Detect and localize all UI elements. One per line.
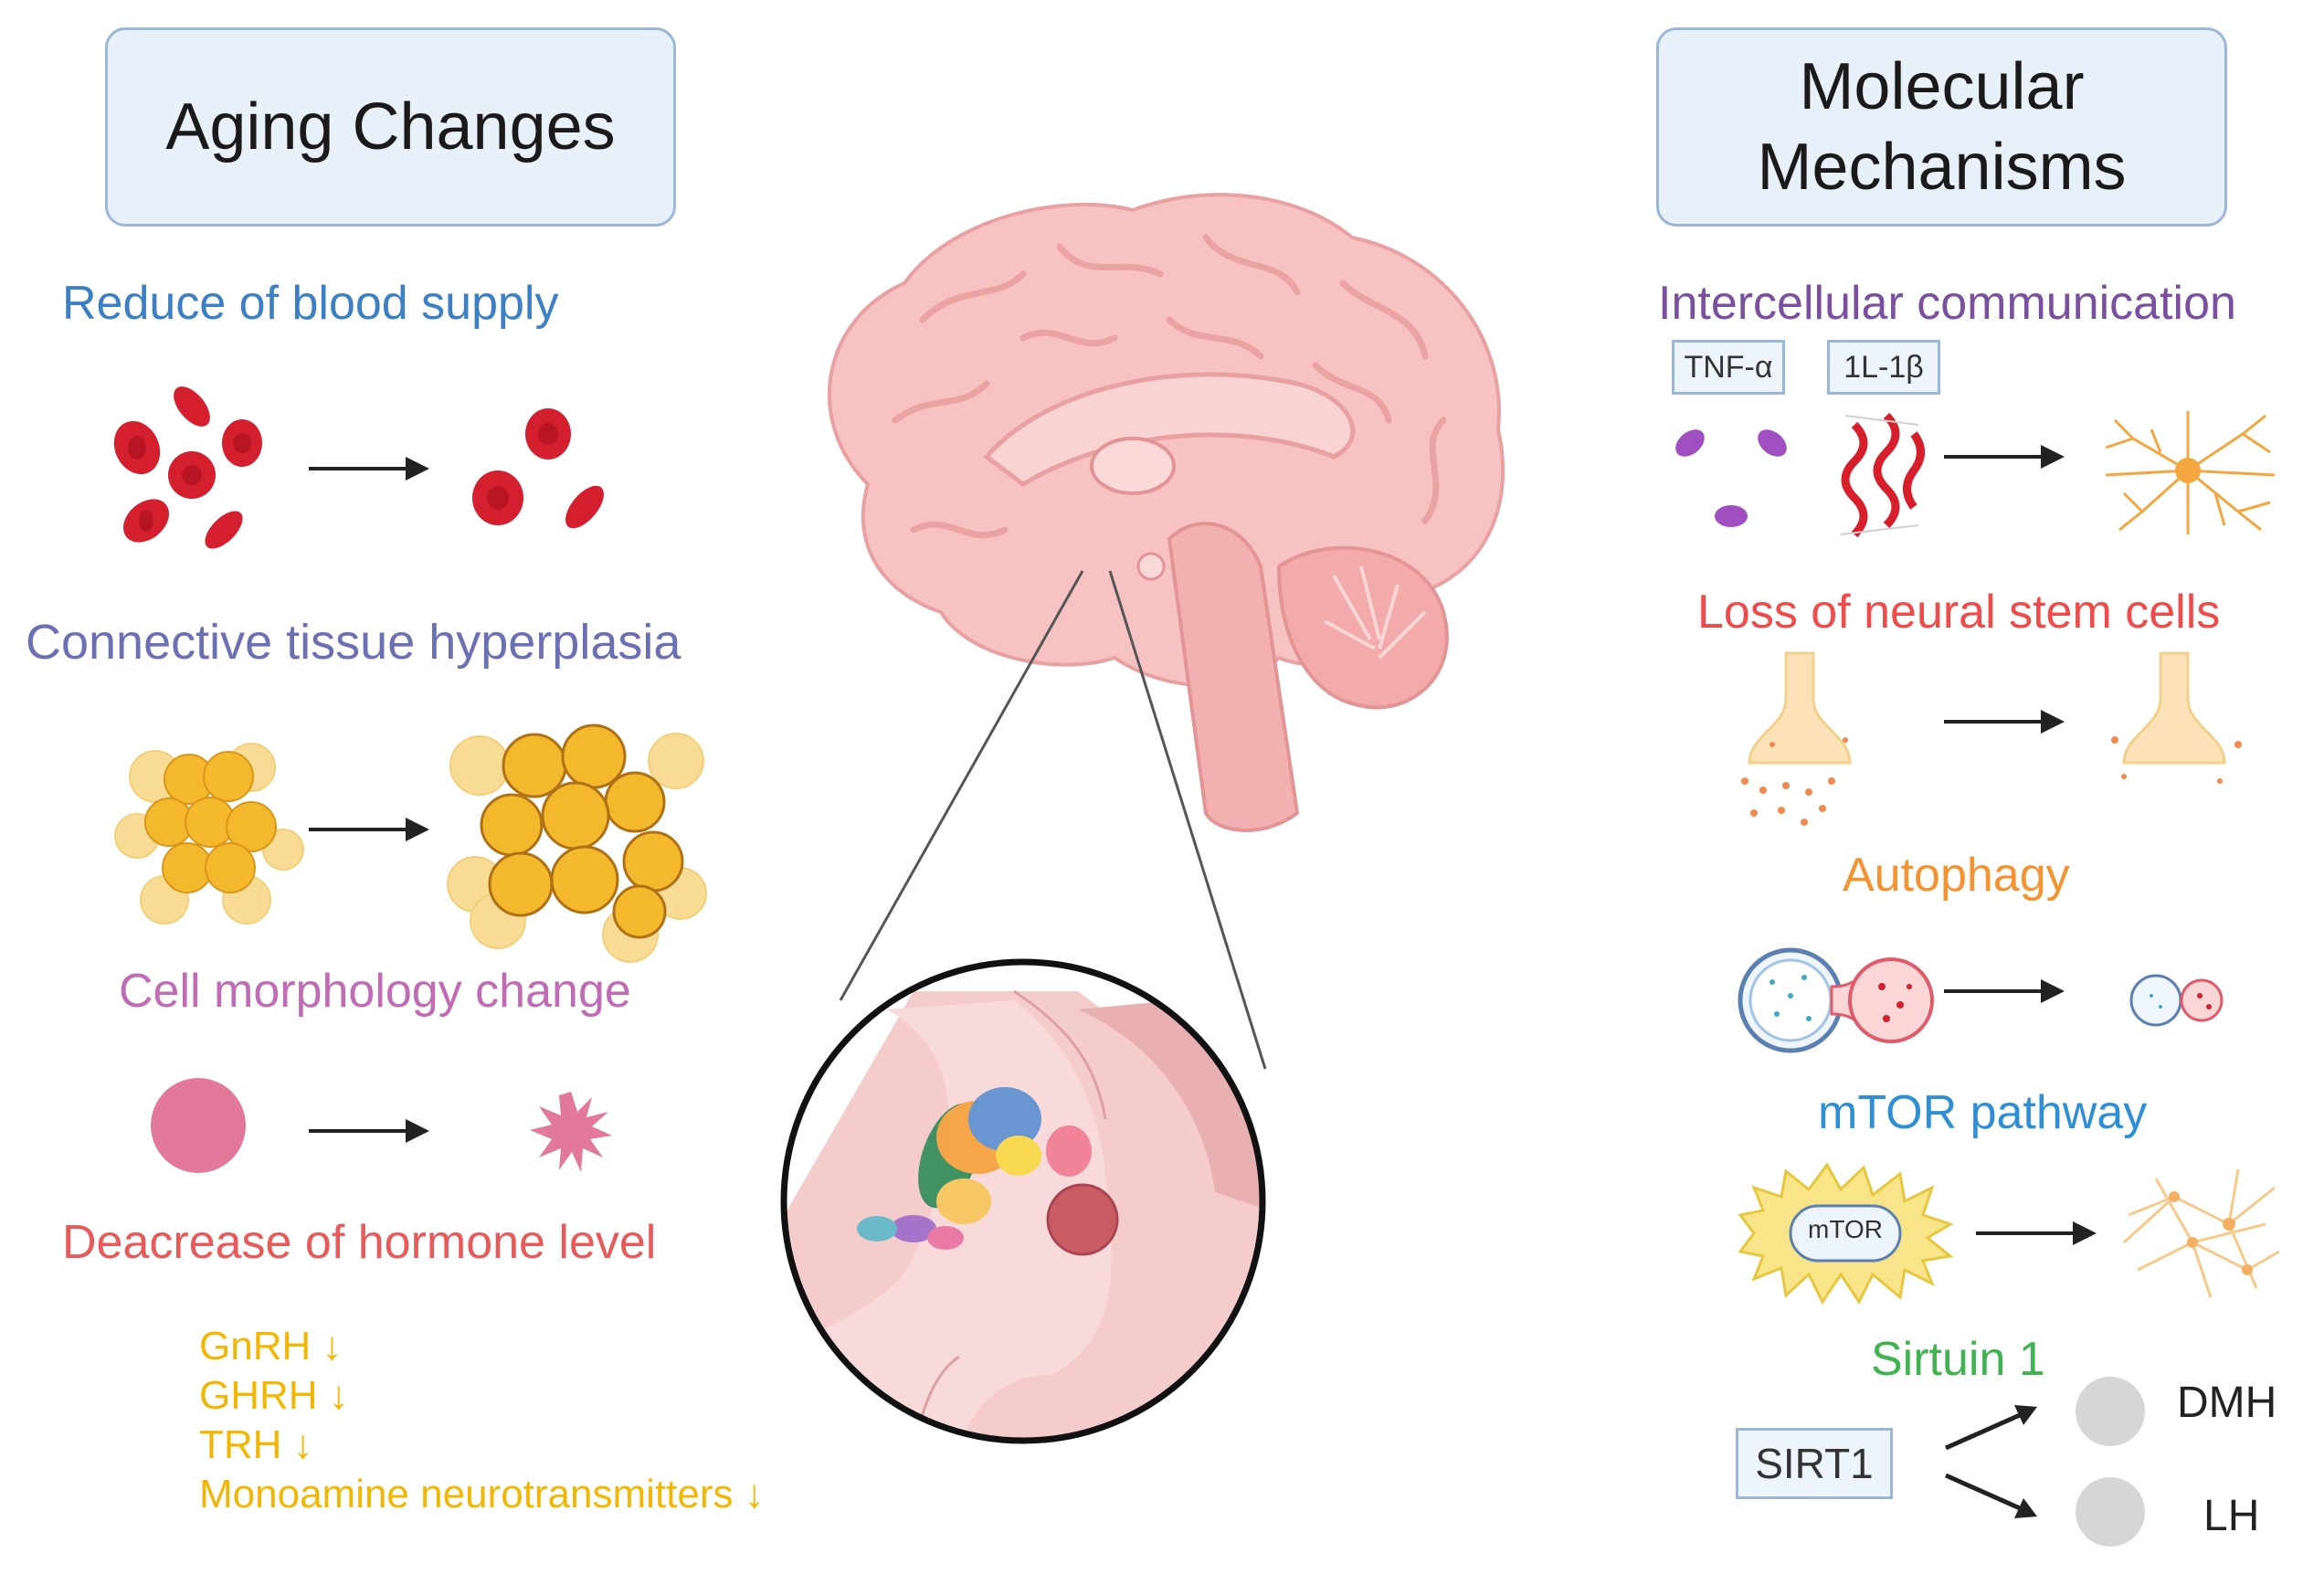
aging-changes-header: Aging Changes	[105, 27, 676, 227]
mtor-burst	[1738, 1162, 1954, 1305]
arrow-blood	[309, 457, 429, 481]
red-blood-cells-after	[472, 408, 604, 529]
fat-cells-before	[114, 743, 304, 925]
label-intercellular-communication: Intercellular communication	[1658, 277, 2236, 330]
molecular-mechanisms-title-line1: Molecular	[1799, 50, 2085, 123]
arrow-cell	[309, 1119, 429, 1143]
aging-changes-title: Aging Changes	[165, 90, 616, 164]
hormone-monoamine: Monoamine neurotransmitters ↓	[199, 1472, 765, 1516]
label-dmh: DMH	[2177, 1379, 2277, 1427]
label-mtor-pathway: mTOR pathway	[1818, 1086, 2148, 1139]
lh-nucleus	[2076, 1477, 2145, 1547]
arrow-stem-cells	[1944, 710, 2065, 734]
fat-cells-after	[447, 724, 707, 963]
red-blood-cells-before	[113, 386, 262, 549]
label-connective-tissue: Connective tissue hyperplasia	[26, 615, 681, 670]
arrow-mtor	[1976, 1221, 2097, 1245]
cytokine-molecules	[1675, 429, 1787, 527]
sirt1-arrows	[1944, 1405, 2037, 1518]
protein-structure	[1840, 412, 1925, 538]
hormone-trh: TRH ↓	[199, 1422, 313, 1467]
hormone-ghrh: GHRH ↓	[199, 1373, 349, 1418]
arrow-fat	[309, 818, 429, 841]
arrow-autophagy	[1944, 979, 2065, 1003]
spiky-cell-after	[530, 1092, 612, 1172]
round-cell-before	[151, 1078, 246, 1173]
label-loss-neural-stem-cells: Loss of neural stem cells	[1697, 586, 2221, 639]
astrocyte-icon	[2105, 411, 2276, 534]
label-cell-morphology: Cell morphology change	[119, 965, 631, 1018]
autophagosome-after	[2129, 974, 2224, 1027]
neural-stem-cell-after	[2111, 651, 2242, 784]
molecular-mechanisms-title-line2: Mechanisms	[1757, 131, 2127, 204]
mtor-label: mTOR	[1808, 1215, 1883, 1243]
neural-stem-cell-before	[1741, 651, 1852, 826]
sirt1-box: SIRT1	[1736, 1428, 1893, 1499]
dmh-nucleus	[2076, 1377, 2145, 1446]
hormone-gnrh: GnRH ↓	[199, 1324, 343, 1368]
brain-illustration	[827, 193, 1505, 832]
autophagosome-before	[1738, 947, 1934, 1053]
tag-il-1-beta: 1L-1β	[1827, 340, 1940, 395]
label-autophagy: Autophagy	[1843, 849, 2070, 902]
tag-tnf-alpha: TNF-α	[1672, 340, 1785, 395]
hypothalamus-zoom-circle	[780, 958, 1266, 1444]
label-sirtuin-1: Sirtuin 1	[1871, 1333, 2045, 1386]
label-lh: LH	[2203, 1492, 2260, 1540]
cell-network-icon	[2122, 1168, 2280, 1298]
arrow-intercellular	[1944, 445, 2065, 469]
label-hormone-level: Deacrease of hormone level	[62, 1216, 657, 1269]
label-reduce-blood-supply: Reduce of blood supply	[62, 277, 559, 330]
molecular-mechanisms-header: Molecular Mechanisms	[1656, 27, 2227, 227]
